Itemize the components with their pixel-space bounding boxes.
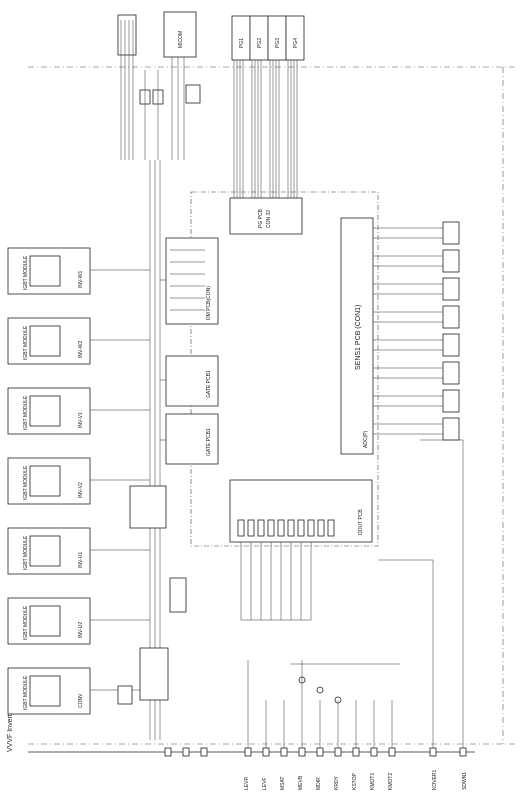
svg-text:KOVER1: KOVER1 [432,769,438,790]
svg-text:IGBT MODULE: IGBT MODULE [23,395,29,430]
svg-text:IGBT MODULE: IGBT MODULE [23,605,29,640]
svg-text:IGBT MODULE: IGBT MODULE [23,675,29,710]
dout-pins [237,519,335,537]
pg2-label: PG2 [257,38,263,48]
sens-pcb-label: SENS1 PCB (CON1) [355,305,362,370]
svg-text:KMOT2: KMOT2 [388,773,394,790]
pg4-label: PG4 [293,38,299,48]
igbt-modules: IGBT MODULE IGBT MODULE IGBT MODULE IGBT… [7,247,91,715]
svg-text:MDIR: MDIR [316,777,322,790]
svg-text:ADC(P): ADC(P) [363,430,369,448]
svg-text:INV-V2: INV-V2 [78,482,84,498]
gate-pcb2-box [165,413,219,465]
svg-text:PG PCB: PG PCB [258,208,264,228]
bottom-terminal-labels: LEVR LEVF MSAT MEVB MDIR KRDY KSTOP KMOT… [244,769,468,790]
svg-text:CON 32: CON 32 [266,210,272,228]
svg-text:INV-V1: INV-V1 [78,412,84,428]
gate-pcb1-box [165,355,219,407]
dm-pcb-box [165,237,219,325]
svg-text:CONV: CONV [78,693,84,708]
svg-text:MSAT: MSAT [280,776,286,790]
svg-text:KRDY: KRDY [334,775,340,790]
pg-boxes: PG1 PG2 PG3 PG4 [231,15,305,61]
relay-block [169,577,187,613]
module-wiring [90,160,167,740]
dm-pcb-label: DM PCB(CON) [206,286,212,320]
svg-text:LEVR: LEVR [244,777,250,790]
svg-text:IGBT MODULE: IGBT MODULE [23,325,29,360]
svg-text:IGBT MODULE: IGBT MODULE [23,465,29,500]
svg-text:KMOT1: KMOT1 [370,773,376,790]
sens-pcb-box [340,217,374,455]
svg-text:INV-U2: INV-U2 [78,622,84,638]
pg1-label: PG1 [239,38,245,48]
converter-block [139,647,169,701]
svg-text:IGBT MODULE: IGBT MODULE [23,255,29,290]
fuse-block [117,685,133,705]
svg-text:INV-W1: INV-W1 [78,271,84,288]
side-title: VVVF Inverter [7,707,14,752]
bottom-terminals [28,440,475,757]
svg-text:DOUT PCB: DOUT PCB [358,509,364,535]
lamp-symbols [290,663,400,704]
svg-text:KSTOP: KSTOP [352,772,358,790]
svg-text:IGBT MODULE: IGBT MODULE [23,535,29,570]
pg3-label: PG3 [275,38,281,48]
svg-text:GATE PCB1: GATE PCB1 [206,428,212,456]
micom-label: MICOM [178,31,184,48]
svg-text:SDWN1: SDWN1 [462,772,468,790]
svg-text:INV-W2: INV-W2 [78,341,84,358]
pg-wire-bundle [233,60,298,200]
dout-output-wires [240,542,312,621]
svg-text:MEVB: MEVB [298,775,304,790]
top-left-connectors [117,14,164,160]
svg-text:LEVF: LEVF [262,777,268,790]
svg-text:INV-U1: INV-U1 [78,552,84,568]
svg-text:GATE PCB1: GATE PCB1 [206,370,212,398]
micom-box [163,11,197,58]
sensor-rows [373,221,460,441]
pg-pcb-box [229,197,303,235]
